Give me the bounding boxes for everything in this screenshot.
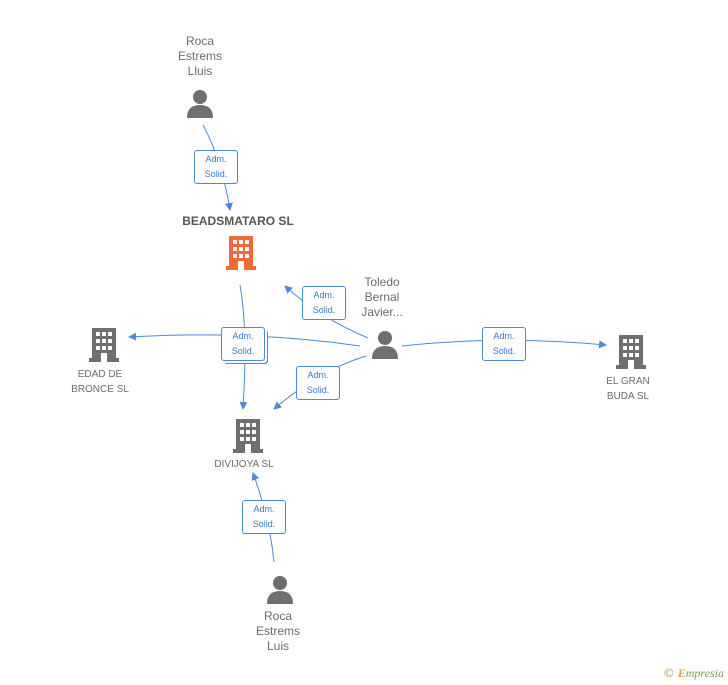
brand-logo-text: mpresia — [685, 666, 724, 680]
building-icon[interactable] — [89, 328, 119, 362]
node-label-roca-bottom: Roca Estrems Luis — [255, 609, 300, 653]
copyright-symbol: © — [663, 665, 674, 680]
relation-label[interactable]: Adm. Solid. — [482, 327, 526, 361]
node-label-el-gran-buda: EL GRAN BUDA SL — [606, 376, 650, 402]
node-label-beadsmataro: BEADSMATARO SL — [182, 214, 294, 228]
building-icon[interactable] — [233, 419, 263, 453]
building-icon[interactable] — [616, 335, 646, 369]
brand-footer: ©Empresia — [664, 665, 724, 681]
person-icon[interactable] — [371, 330, 399, 360]
node-label-edad-bronce: EDAD DE BRONCE SL — [71, 369, 129, 395]
relation-label[interactable]: Adm. Solid. — [302, 286, 346, 320]
person-icon[interactable] — [266, 575, 294, 605]
person-icon[interactable] — [186, 89, 214, 119]
node-label-toledo: Toledo Bernal Javier... — [361, 275, 403, 319]
relation-label[interactable]: Adm. Solid. — [296, 366, 340, 400]
relation-label[interactable]: Adm. Solid. — [221, 327, 265, 361]
node-label-divijoya: DIVIJOYA SL — [214, 459, 274, 470]
relation-label[interactable]: Adm. Solid. — [242, 500, 286, 534]
node-label-roca-top: Roca Estrems Lluis — [177, 34, 222, 78]
building-icon[interactable] — [226, 236, 256, 270]
relation-label[interactable]: Adm. Solid. — [194, 150, 238, 184]
brand-logo-initial: E — [677, 666, 686, 680]
